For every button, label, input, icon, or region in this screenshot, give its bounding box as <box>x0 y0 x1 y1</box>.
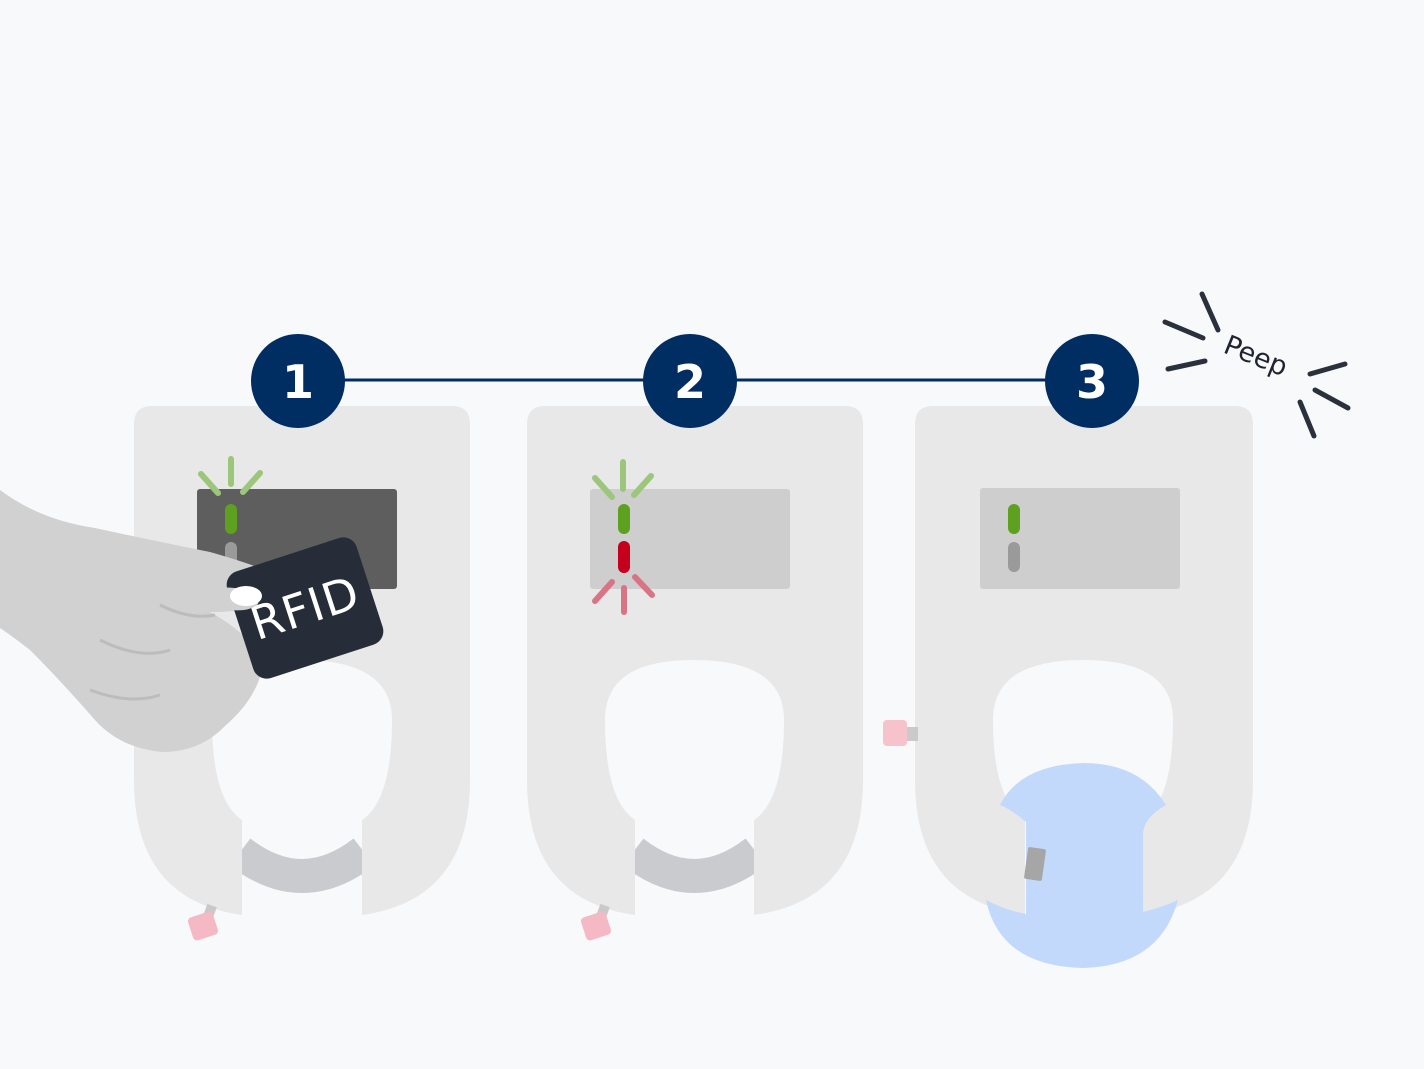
beep-label: Peep <box>1219 330 1292 383</box>
lock-step-2 <box>527 406 863 941</box>
reader-panel <box>590 489 790 589</box>
green-led <box>225 504 237 534</box>
green-led <box>1008 504 1020 534</box>
lock-shackle <box>229 838 375 893</box>
lock-body <box>527 406 863 915</box>
step-1-number: 1 <box>282 355 314 409</box>
step-1-marker: 1 <box>251 334 345 428</box>
step-3-marker: 3 <box>1045 334 1139 428</box>
reader-panel <box>980 488 1180 589</box>
bike-wheel <box>986 763 1178 968</box>
off-led <box>1008 542 1020 572</box>
step-3-number: 3 <box>1076 355 1108 409</box>
lock-handle <box>580 911 612 941</box>
step-2-number: 2 <box>674 355 706 409</box>
lock-handle <box>187 911 219 941</box>
hand-holding-card-icon: RFID <box>0 490 384 752</box>
green-led <box>618 504 630 534</box>
thumbnail <box>230 586 262 606</box>
red-led-rays <box>592 574 655 615</box>
latch-bolt <box>1024 847 1046 881</box>
step-2-marker: 2 <box>643 334 737 428</box>
red-led <box>618 541 630 573</box>
lock-shackle <box>622 838 767 893</box>
rfid-card-icon: RFID <box>226 537 384 679</box>
lock-handle <box>883 720 907 746</box>
green-led-rays <box>198 456 263 496</box>
lock-step-3 <box>883 406 1253 968</box>
green-led-rays <box>592 459 654 500</box>
